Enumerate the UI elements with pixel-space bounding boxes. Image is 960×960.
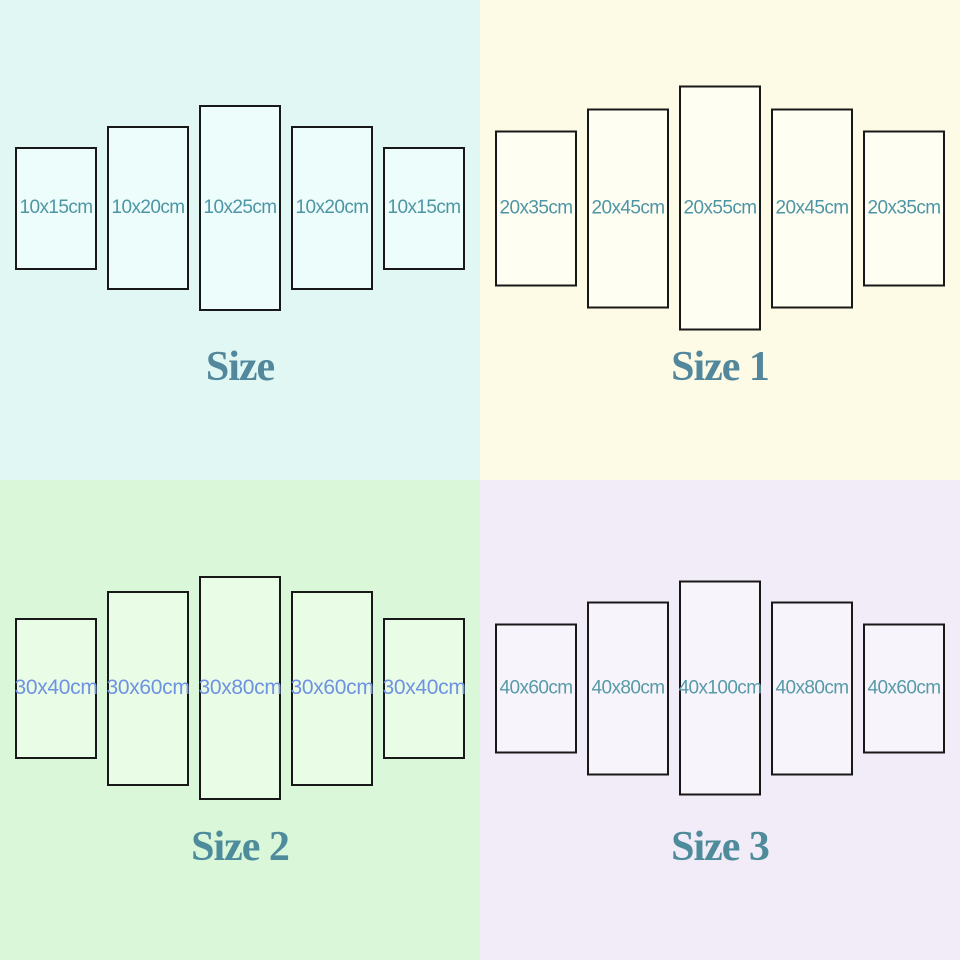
panel-size-label: 10x20cm [295, 197, 370, 218]
canvas-panel: 10x15cm [383, 146, 465, 270]
canvas-panel: 20x35cm [495, 130, 577, 286]
panel-size-label: 40x80cm [591, 677, 666, 698]
canvas-panel: 30x40cm [382, 617, 466, 759]
panel-size-label: 30x60cm [106, 676, 190, 699]
canvas-panel: 10x25cm [199, 105, 281, 311]
canvas-panel: 10x15cm [15, 146, 97, 270]
canvas-panel: 40x60cm [495, 623, 577, 753]
panel-size-label: 20x45cm [775, 197, 850, 218]
panel-size-label: 30x80cm [198, 676, 282, 699]
canvas-panel: 10x20cm [291, 126, 373, 290]
panel-size-label: 30x40cm [382, 676, 466, 699]
size-chart-quadrant-size: 10x15cm 10x20cm 10x25cm 10x20cm 10x15cm … [0, 0, 480, 480]
panel-size-label: 40x100cm [678, 677, 762, 698]
panel-size-label: 40x60cm [499, 677, 574, 698]
quadrant-title: Size 3 [671, 824, 770, 870]
canvas-panel: 10x20cm [107, 126, 189, 290]
panel-size-label: 30x40cm [14, 676, 98, 699]
quadrant-title: Size [205, 344, 275, 390]
canvas-panel: 40x100cm [678, 580, 762, 796]
panel-size-label: 10x20cm [111, 197, 186, 218]
canvas-panel: 30x60cm [290, 590, 374, 786]
canvas-panel: 30x80cm [198, 576, 282, 800]
quadrant-title: Size 1 [671, 344, 770, 390]
size-chart-quadrant-size-2: 30x40cm 30x60cm 30x80cm 30x60cm 30x40cm … [0, 480, 480, 960]
quadrant-title: Size 2 [191, 824, 290, 870]
canvas-panel: 40x60cm [863, 623, 945, 753]
canvas-panel: 20x35cm [863, 130, 945, 286]
panel-size-label: 10x15cm [387, 197, 462, 218]
canvas-panel: 30x40cm [14, 617, 98, 759]
panel-row: 10x15cm 10x20cm 10x25cm 10x20cm 10x15cm [15, 105, 465, 311]
panel-row: 20x35cm 20x45cm 20x55cm 20x45cm 20x35cm [495, 85, 945, 331]
canvas-panel: 20x55cm [679, 85, 761, 331]
panel-size-label: 20x45cm [591, 197, 666, 218]
panel-row: 30x40cm 30x60cm 30x80cm 30x60cm 30x40cm [14, 576, 466, 800]
panel-size-label: 20x35cm [867, 197, 942, 218]
canvas-panel: 20x45cm [587, 108, 669, 308]
panel-size-label: 40x80cm [775, 677, 850, 698]
canvas-panel: 40x80cm [587, 601, 669, 775]
panel-size-label: 30x60cm [290, 676, 374, 699]
size-chart-quadrant-size-3: 40x60cm 40x80cm 40x100cm 40x80cm 40x60cm… [480, 480, 960, 960]
panel-size-label: 20x55cm [683, 197, 758, 218]
canvas-panel: 30x60cm [106, 590, 190, 786]
canvas-panel: 20x45cm [771, 108, 853, 308]
size-chart-quadrant-size-1: 20x35cm 20x45cm 20x55cm 20x45cm 20x35cm … [480, 0, 960, 480]
panel-size-label: 10x15cm [19, 197, 94, 218]
panel-size-label: 10x25cm [203, 197, 278, 218]
panel-row: 40x60cm 40x80cm 40x100cm 40x80cm 40x60cm [495, 580, 945, 796]
canvas-panel: 40x80cm [771, 601, 853, 775]
panel-size-label: 20x35cm [499, 197, 574, 218]
panel-size-label: 40x60cm [867, 677, 942, 698]
